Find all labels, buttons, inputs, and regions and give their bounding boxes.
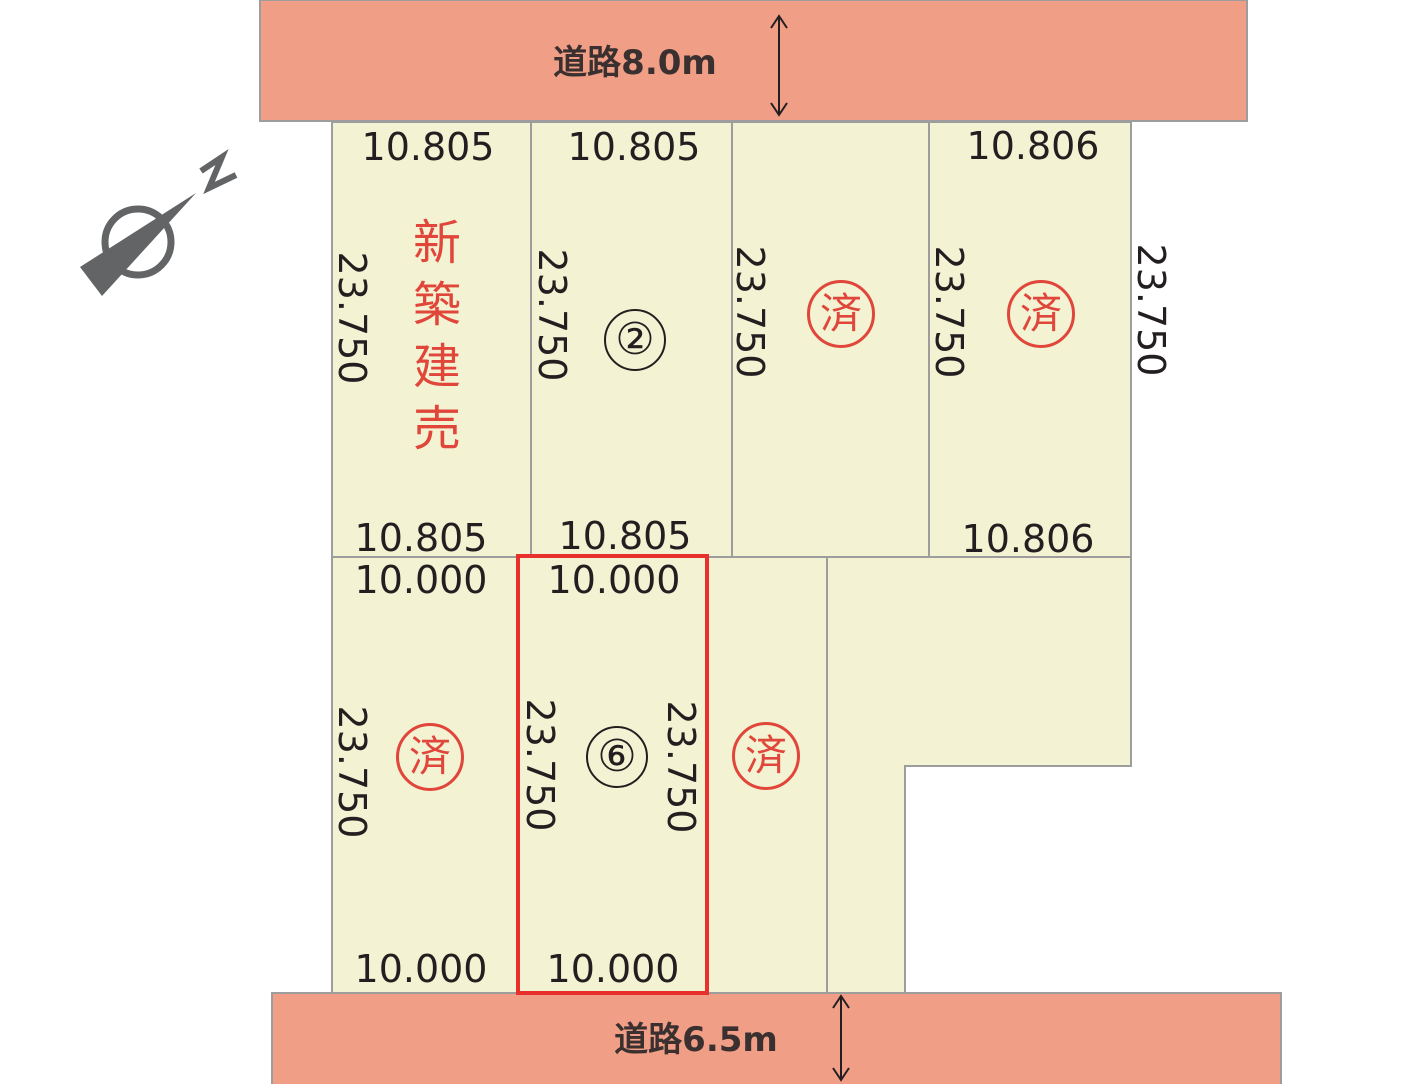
lot-1[interactable] — [331, 121, 532, 558]
lot-2-top-width: 10.805 — [567, 125, 701, 169]
lot-2-number: ② — [604, 309, 666, 371]
road-bottom — [271, 992, 1282, 1084]
lot-6-depth-left: 23.750 — [518, 698, 562, 832]
lot-2-bottom-width: 10.805 — [558, 514, 692, 558]
lot-5-depth: 23.750 — [330, 705, 374, 839]
lot-6-number: ⑥ — [586, 726, 648, 788]
lot-6-bottom-width: 10.000 — [546, 947, 680, 991]
road-width-arrow-bottom — [832, 994, 850, 1082]
lot-6-depth-right: 23.750 — [659, 700, 703, 834]
sold-stamp-lot-4: 済 — [1007, 280, 1075, 348]
road-width-arrow-top — [770, 14, 788, 117]
lot-1-bottom-width: 10.805 — [354, 516, 488, 560]
road-top — [259, 0, 1248, 122]
lot-4-depth: 23.750 — [927, 245, 971, 379]
lot-6-top-width: 10.000 — [547, 558, 681, 602]
sold-stamp-lot-5: 済 — [396, 723, 464, 791]
lot-6-highlight — [516, 554, 709, 995]
lot-4-top-width: 10.806 — [966, 124, 1100, 168]
lot-1-top-width: 10.805 — [361, 125, 495, 169]
lot-4-bottom-width: 10.806 — [961, 517, 1095, 561]
lot-1-depth: 23.750 — [330, 251, 374, 385]
lot-2-depth: 23.750 — [530, 248, 574, 382]
sold-stamp-lot-3: 済 — [807, 280, 875, 348]
compass-icon — [80, 148, 238, 296]
sold-stamp-lot-7: 済 — [732, 722, 800, 790]
lot-5-bottom-width: 10.000 — [354, 947, 488, 991]
road-bottom-label: 道路6.5m — [614, 1020, 778, 1060]
new-build-for-sale-label: 新築建売 — [412, 215, 461, 457]
lot-4-right-depth: 23.750 — [1129, 243, 1173, 377]
lot-8[interactable] — [826, 556, 1132, 994]
lot-5-top-width: 10.000 — [354, 558, 488, 602]
road-top-label: 道路8.0m — [553, 43, 717, 83]
lot-3-depth: 23.750 — [728, 245, 772, 379]
